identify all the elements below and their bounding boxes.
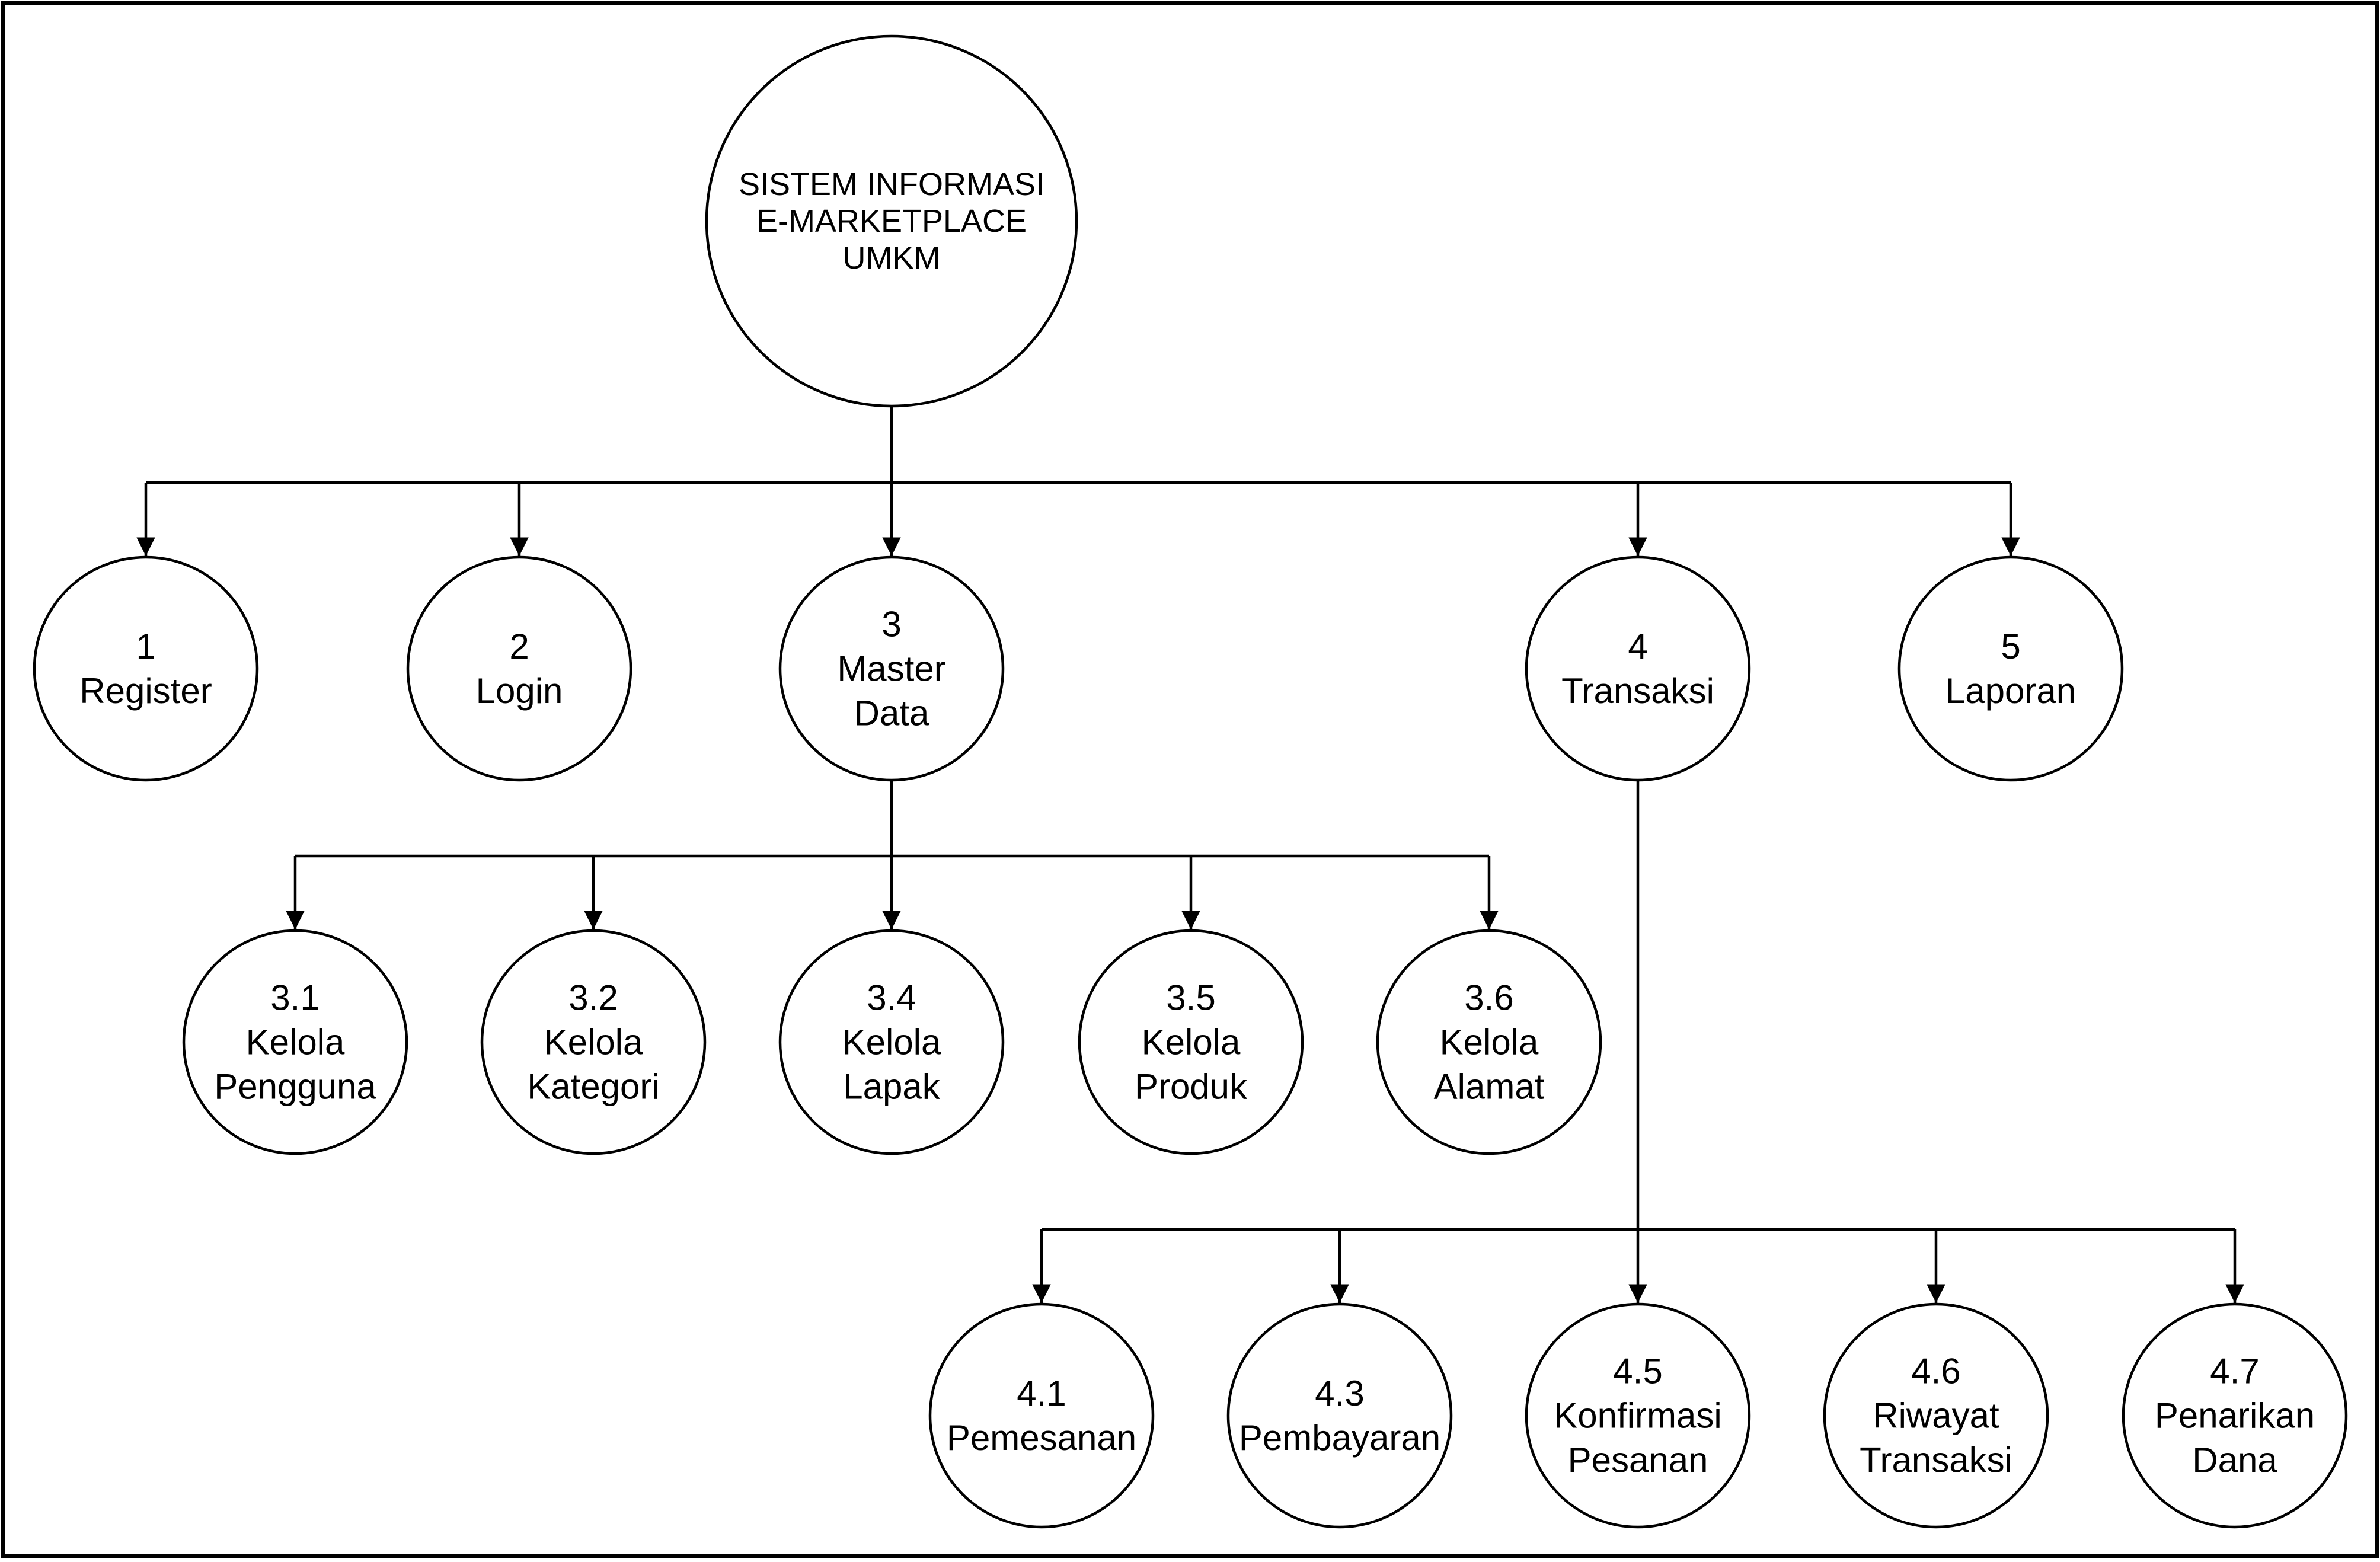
connectors: [136, 406, 2244, 1303]
node-label-line: Transaksi: [1860, 1440, 2012, 1480]
node-label-line: Laporan: [1945, 671, 2076, 711]
node-label-line: Konfirmasi: [1554, 1396, 1721, 1436]
node-label-line: Pembayaran: [1239, 1418, 1440, 1458]
node-label-line: 4: [1628, 627, 1647, 666]
node-circle: [778, 555, 1005, 782]
node-label-line: Pemesanan: [947, 1418, 1136, 1458]
node-circle: [1376, 929, 1602, 1155]
node-label-line: 1: [136, 627, 155, 666]
node-label-line: Produk: [1135, 1067, 1248, 1107]
node-label-line: 5: [2001, 627, 2020, 666]
node-circle: [480, 929, 707, 1155]
node-label-line: Login: [476, 671, 563, 711]
node-label-line: 3.4: [867, 978, 916, 1018]
node-label-line: 3.1: [270, 978, 320, 1018]
node-label-line: Riwayat: [1873, 1396, 1999, 1436]
node-label-line: Dana: [2192, 1440, 2277, 1480]
node-circle: [1897, 555, 2124, 782]
node-label-line: 3: [881, 605, 901, 644]
node-label-line: Kelola: [544, 1023, 643, 1062]
node-label-line: Data: [854, 694, 929, 733]
node-label-line: Kelola: [1440, 1023, 1539, 1062]
node-label-line: E-MARKETPLACE: [756, 203, 1027, 239]
node-label-line: Pesanan: [1568, 1440, 1708, 1480]
node-circle: [182, 929, 408, 1155]
node-circle: [406, 555, 632, 782]
node-label-line: Kelola: [246, 1023, 345, 1062]
node-label-line: 4.7: [2210, 1352, 2259, 1391]
node-circle: [2122, 1302, 2348, 1529]
node-label-line: 3.5: [1166, 978, 1215, 1018]
node-circle: [778, 929, 1005, 1155]
node-label-line: UMKM: [843, 240, 941, 276]
node-label-line: 4.5: [1613, 1352, 1662, 1391]
node-label-line: Lapak: [843, 1067, 940, 1107]
node-label-line: Master: [837, 649, 945, 689]
node-label-line: Penarikan: [2155, 1396, 2315, 1436]
node-label-line: 3.2: [568, 978, 618, 1018]
node-label-line: 2: [509, 627, 529, 666]
node-label-line: Transaksi: [1561, 671, 1714, 711]
node-label-line: 4.6: [1911, 1352, 1960, 1391]
node-circle: [1525, 555, 1751, 782]
node-circle: [1078, 929, 1304, 1155]
node-circle: [33, 555, 259, 782]
node-label-line: 3.6: [1464, 978, 1513, 1018]
node-circle: [705, 34, 1078, 408]
node-label-line: Kelola: [842, 1023, 941, 1062]
node-label-line: SISTEM INFORMASI: [739, 167, 1044, 202]
node-label-line: Alamat: [1434, 1067, 1545, 1107]
node-label-line: Register: [79, 671, 212, 711]
node-label-line: Kelola: [1142, 1023, 1241, 1062]
node-circle: [1525, 1302, 1751, 1529]
node-label-line: Kategori: [527, 1067, 659, 1107]
node-label-line: 4.1: [1017, 1373, 1066, 1413]
node-circle: [928, 1302, 1155, 1529]
node-circle: [1823, 1302, 2049, 1529]
node-circle: [1226, 1302, 1453, 1529]
node-label-line: Pengguna: [214, 1067, 376, 1107]
node-label-line: 4.3: [1315, 1373, 1364, 1413]
